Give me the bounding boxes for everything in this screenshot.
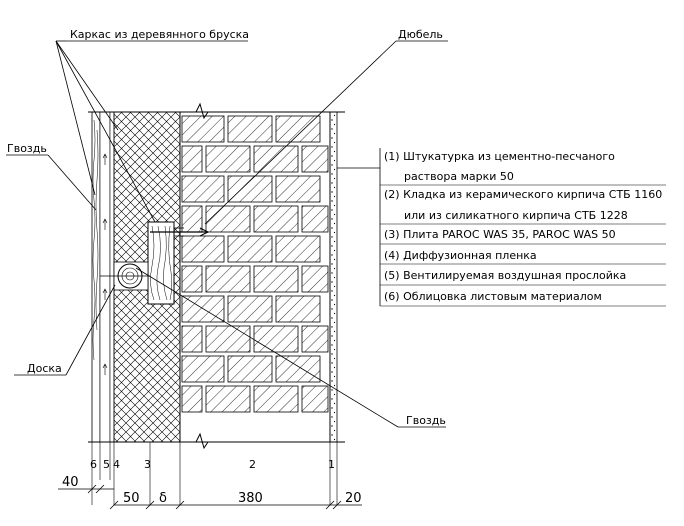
brick bbox=[181, 325, 203, 353]
dimension-lines bbox=[58, 484, 362, 510]
brick bbox=[227, 115, 273, 143]
layer-legend: (1) Штукатурка из цементно-песчаного рас… bbox=[379, 148, 666, 307]
layer-number-1: 1 bbox=[328, 458, 335, 471]
brick bbox=[181, 235, 225, 263]
legend-line-1: (1) Штукатурка из цементно-песчаного bbox=[384, 150, 615, 163]
brick bbox=[181, 175, 225, 203]
brick bbox=[275, 355, 321, 383]
layer-number-5: 5 bbox=[103, 458, 110, 471]
nail-top-label: Гвоздь bbox=[7, 142, 47, 155]
cladding-grain bbox=[92, 119, 99, 361]
layer-number-6: 6 bbox=[90, 458, 97, 471]
board-label: Доска bbox=[27, 362, 62, 375]
legend-line-5: (5) Вентилируемая воздушная прослойка bbox=[384, 269, 626, 282]
plaster-layer bbox=[329, 111, 338, 443]
leader-lines bbox=[6, 40, 448, 428]
brick bbox=[181, 205, 203, 233]
timber-frame-bar bbox=[147, 221, 175, 305]
layer-number-3: 3 bbox=[144, 458, 151, 471]
brick bbox=[301, 325, 329, 353]
legend-line-4: (4) Диффузионная пленка bbox=[384, 249, 537, 262]
brick bbox=[181, 115, 225, 143]
extension-lines bbox=[91, 442, 338, 505]
nail-bottom-label: Гвоздь bbox=[406, 414, 446, 427]
layer-number-4: 4 bbox=[113, 458, 120, 471]
dim-insulation: 50 bbox=[123, 491, 140, 506]
brick bbox=[181, 385, 203, 413]
brick bbox=[301, 205, 329, 233]
brick bbox=[275, 235, 321, 263]
dim-cladding: 40 bbox=[62, 475, 79, 490]
break-lines bbox=[88, 102, 345, 450]
brick bbox=[205, 385, 251, 413]
dowel-label: Дюбель bbox=[398, 28, 443, 41]
brick bbox=[301, 145, 329, 173]
layer-number-2: 2 bbox=[249, 458, 256, 471]
brick bbox=[275, 175, 321, 203]
brick bbox=[253, 145, 299, 173]
brick bbox=[181, 145, 203, 173]
brick bbox=[205, 205, 251, 233]
dim-plaster: 20 bbox=[345, 491, 362, 506]
brick bbox=[301, 265, 329, 293]
legend-line-2b: или из силикатного кирпича СТБ 1228 bbox=[404, 209, 628, 222]
dowel-anchor bbox=[150, 227, 210, 237]
board-section bbox=[100, 261, 150, 291]
brick bbox=[205, 325, 251, 353]
air-flow-arrows bbox=[102, 153, 108, 375]
brick bbox=[253, 325, 299, 353]
dim-delta: δ bbox=[159, 491, 167, 506]
legend-line-3: (3) Плита PAROC WAS 35, PAROC WAS 50 bbox=[384, 228, 616, 241]
brick bbox=[181, 265, 203, 293]
legend-line-1b: раствора марки 50 bbox=[404, 170, 514, 183]
legend-line-2: (2) Кладка из керамического кирпича СТБ … bbox=[384, 188, 662, 201]
brick bbox=[253, 205, 299, 233]
cladding-layer bbox=[91, 111, 101, 443]
brick bbox=[227, 295, 273, 323]
brick bbox=[301, 385, 329, 413]
brick bbox=[253, 265, 299, 293]
brick bbox=[181, 355, 225, 383]
brick bbox=[253, 385, 299, 413]
brick bbox=[205, 265, 251, 293]
dim-brick: 380 bbox=[238, 491, 263, 506]
brick bbox=[227, 235, 273, 263]
frame-label: Каркас из деревянного бруска bbox=[70, 28, 249, 41]
brick bbox=[227, 355, 273, 383]
legend-line-6: (6) Облицовка листовым материалом bbox=[384, 290, 602, 303]
brick bbox=[205, 145, 251, 173]
membrane-layer bbox=[109, 111, 115, 443]
brick bbox=[227, 175, 273, 203]
brick bbox=[275, 295, 321, 323]
brick-courses bbox=[181, 115, 329, 413]
